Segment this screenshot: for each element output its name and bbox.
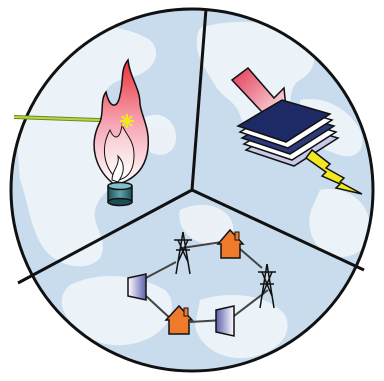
- inverter-icon: [216, 306, 234, 336]
- fuel-canister-icon: [108, 183, 132, 206]
- inverter-icon: [128, 274, 146, 300]
- laser-focus-sparkle-icon: [120, 114, 134, 128]
